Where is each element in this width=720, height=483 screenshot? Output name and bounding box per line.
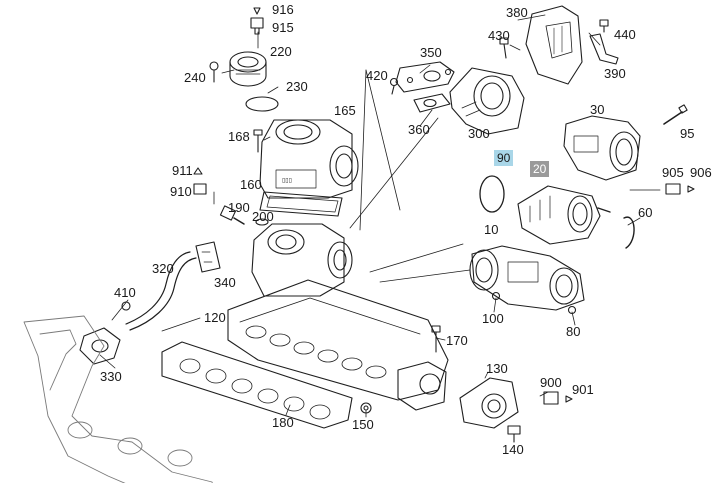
label-900: 900 [540, 375, 562, 390]
part-420-screw [389, 77, 399, 95]
part-430-bolt [499, 37, 509, 59]
label-916: 916 [272, 2, 294, 17]
part-240-bolt [209, 61, 219, 83]
label-165: 165 [334, 103, 356, 118]
label-200: 200 [252, 209, 274, 224]
part-95-screw [663, 104, 688, 125]
part-170-bolt [431, 325, 441, 353]
label-150: 150 [352, 417, 374, 432]
part-30-throttle-body [563, 115, 641, 181]
part-410-bolt [121, 301, 131, 311]
label-901: 901 [572, 382, 594, 397]
label-330: 330 [100, 369, 122, 384]
part-160-gasket [259, 191, 343, 217]
label-240: 240 [184, 70, 206, 85]
part-140-screw [507, 425, 521, 443]
label-910: 910 [170, 184, 192, 199]
label-190: 190 [228, 200, 250, 215]
label-160: 160 [240, 177, 262, 192]
label-30: 30 [590, 102, 605, 117]
part-exhaust-manifold [23, 315, 213, 483]
part-168-bolt [253, 129, 263, 153]
part-900-901-connectors [543, 391, 573, 405]
label-100: 100 [482, 311, 504, 326]
label-340: 340 [214, 275, 236, 290]
part-330-flange [79, 327, 121, 365]
label-906: 906 [690, 165, 712, 180]
part-320-pipe [125, 251, 197, 331]
label-230: 230 [286, 79, 308, 94]
part-916-915-connector [250, 7, 264, 35]
label-420: 420 [366, 68, 388, 83]
part-150-screw [360, 402, 372, 414]
svg-text:▯▯▯: ▯▯▯ [282, 178, 292, 184]
part-340-bracket [195, 241, 221, 273]
part-360-gasket [413, 93, 451, 113]
label-130: 130 [486, 361, 508, 376]
part-120-intake-manifold [227, 223, 449, 411]
part-230-gasket [245, 96, 279, 112]
label-320: 320 [152, 261, 174, 276]
label-120: 120 [204, 310, 226, 325]
label-220: 220 [270, 44, 292, 59]
label-410: 410 [114, 285, 136, 300]
part-220-egr-actuator [229, 51, 267, 87]
part-90-oring [479, 175, 505, 213]
label-905: 905 [662, 165, 684, 180]
label-10: 10 [484, 222, 499, 237]
part-380-heat-shield [525, 5, 583, 85]
label-170: 170 [446, 333, 468, 348]
part-100-screw [491, 291, 501, 301]
part-20-charge-pipe [517, 185, 611, 245]
label-180: 180 [272, 415, 294, 430]
label-350: 350 [420, 45, 442, 60]
part-130-actuator [459, 377, 519, 429]
label-911: 911 [172, 163, 193, 178]
label-168: 168 [228, 129, 250, 144]
label-430: 430 [488, 28, 510, 43]
label-440: 440 [614, 27, 636, 42]
label-95: 95 [680, 126, 695, 141]
part-200-ring [255, 218, 269, 226]
part-60-clamp [623, 216, 635, 249]
part-80-screw [567, 305, 577, 315]
label-140: 140 [502, 442, 524, 457]
label-90: 90 [494, 150, 514, 166]
label-380: 380 [506, 5, 528, 20]
part-440-bolt [599, 19, 609, 33]
part-190-sensor [219, 205, 245, 225]
label-360: 360 [408, 122, 430, 137]
label-300: 300 [468, 126, 490, 141]
label-20: 20 [530, 161, 550, 177]
part-165-egr-housing: ▯▯▯ [259, 119, 359, 199]
part-10-throttle-body [469, 245, 585, 311]
part-390-bracket [589, 33, 619, 65]
part-300-housing [449, 67, 525, 135]
label-390: 390 [604, 66, 626, 81]
part-911-910-connector [193, 167, 207, 195]
label-80: 80 [566, 324, 581, 339]
part-180-manifold-gasket [161, 341, 353, 429]
label-915: 915 [272, 20, 294, 35]
part-350-flange [395, 61, 455, 93]
part-905-906-connectors [665, 183, 695, 195]
label-60: 60 [638, 205, 653, 220]
